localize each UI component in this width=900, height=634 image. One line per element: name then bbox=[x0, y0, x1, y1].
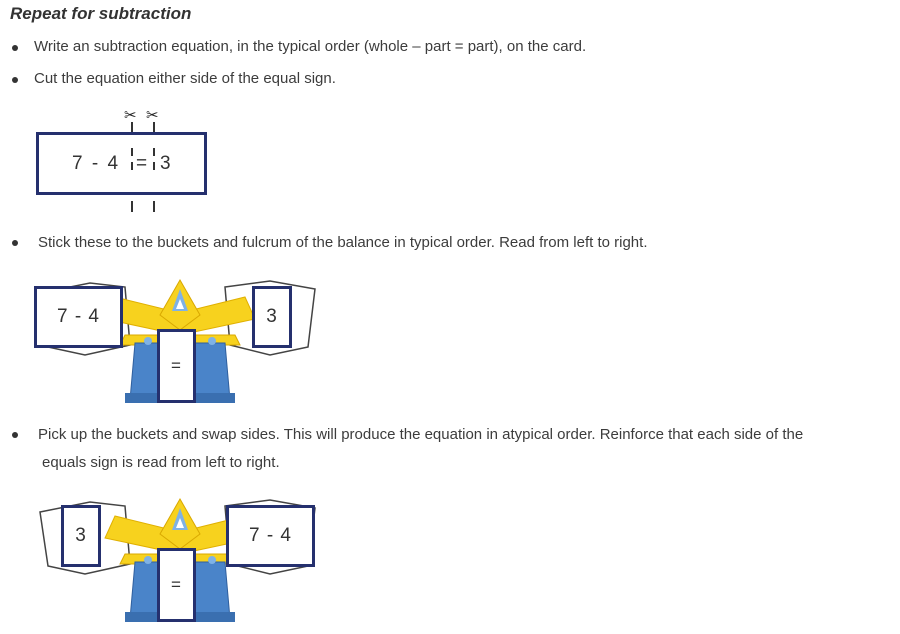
scissors-icon: ✂ bbox=[124, 107, 137, 124]
bullet-text-1: Write an subtraction equation, in the ty… bbox=[34, 38, 587, 55]
cut-line bbox=[153, 122, 155, 132]
bullet-text-4: Pick up the buckets and swap sides. This… bbox=[38, 426, 804, 443]
bullet-dot bbox=[12, 240, 18, 246]
cut-line bbox=[131, 162, 133, 170]
cut-line bbox=[131, 148, 133, 156]
card-left-part: 7 - 4 bbox=[72, 153, 121, 174]
bullet-text-3: Stick these to the buckets and fulcrum o… bbox=[38, 234, 648, 251]
cut-line bbox=[153, 162, 155, 170]
card-equals: = bbox=[136, 153, 148, 174]
bullet-dot bbox=[12, 77, 18, 83]
equation-card bbox=[36, 132, 207, 195]
right-bucket-card: 3 bbox=[252, 286, 292, 348]
bullet-text-4-continued: equals sign is read from left to right. bbox=[42, 454, 280, 471]
bullet-text-2: Cut the equation either side of the equa… bbox=[34, 70, 336, 87]
cut-line bbox=[153, 201, 155, 212]
cut-line bbox=[131, 122, 133, 132]
bullet-dot bbox=[12, 432, 18, 438]
left-bucket-card: 7 - 4 bbox=[34, 286, 123, 348]
scissors-icon: ✂ bbox=[146, 107, 159, 124]
cut-line bbox=[131, 201, 133, 212]
fulcrum-card: = bbox=[157, 329, 196, 403]
bullet-dot bbox=[12, 45, 18, 51]
section-heading: Repeat for subtraction bbox=[10, 4, 192, 23]
right-bucket-card: 7 - 4 bbox=[226, 505, 315, 567]
card-right-part: 3 bbox=[160, 153, 171, 174]
fulcrum-card: = bbox=[157, 548, 196, 622]
cut-line bbox=[153, 148, 155, 156]
left-bucket-card: 3 bbox=[61, 505, 101, 567]
